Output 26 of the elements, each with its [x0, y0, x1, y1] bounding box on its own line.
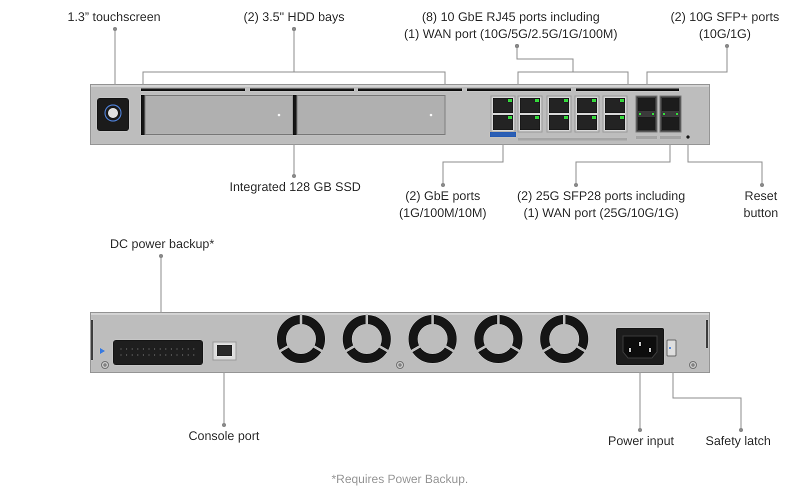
leader-line	[292, 27, 446, 84]
callout-label: 1.3” touchscreen	[68, 6, 161, 29]
callout-label: Console port	[188, 425, 260, 448]
callout-label: Safety latch	[706, 430, 771, 453]
network-appliance-front-panel	[90, 84, 710, 145]
leader-line	[638, 372, 642, 432]
callout-label: (2) 25G SFP28 ports including (1) WAN port (25G/10G/1G)	[517, 185, 686, 225]
leader-line	[113, 27, 117, 84]
leader-line	[292, 144, 296, 178]
leader-line	[688, 144, 764, 187]
callout-label: Integrated 128 GB SSD	[230, 176, 361, 199]
leader-line	[159, 254, 163, 312]
leader-line	[515, 44, 628, 84]
callout-label: (2) 3.5" HDD bays	[244, 6, 344, 29]
leader-line	[672, 372, 743, 432]
footnote: *Requires Power Backup.	[332, 472, 468, 487]
leader-line	[222, 372, 226, 427]
callout-label: Reset button	[744, 185, 778, 225]
leader-line	[574, 144, 670, 187]
callout-label: (2) GbE ports (1G/100M/10M)	[399, 185, 487, 225]
leader-line	[646, 44, 729, 84]
callout-label: (8) 10 GbE RJ45 ports including (1) WAN port (10G/5G/2.5G/1G/100M)	[404, 6, 618, 46]
callout-label: DC power backup*	[110, 233, 214, 256]
leader-line	[441, 144, 504, 187]
callout-label: Power input	[608, 430, 674, 453]
callout-label: (2) 10G SFP+ ports (10G/1G)	[670, 6, 780, 46]
